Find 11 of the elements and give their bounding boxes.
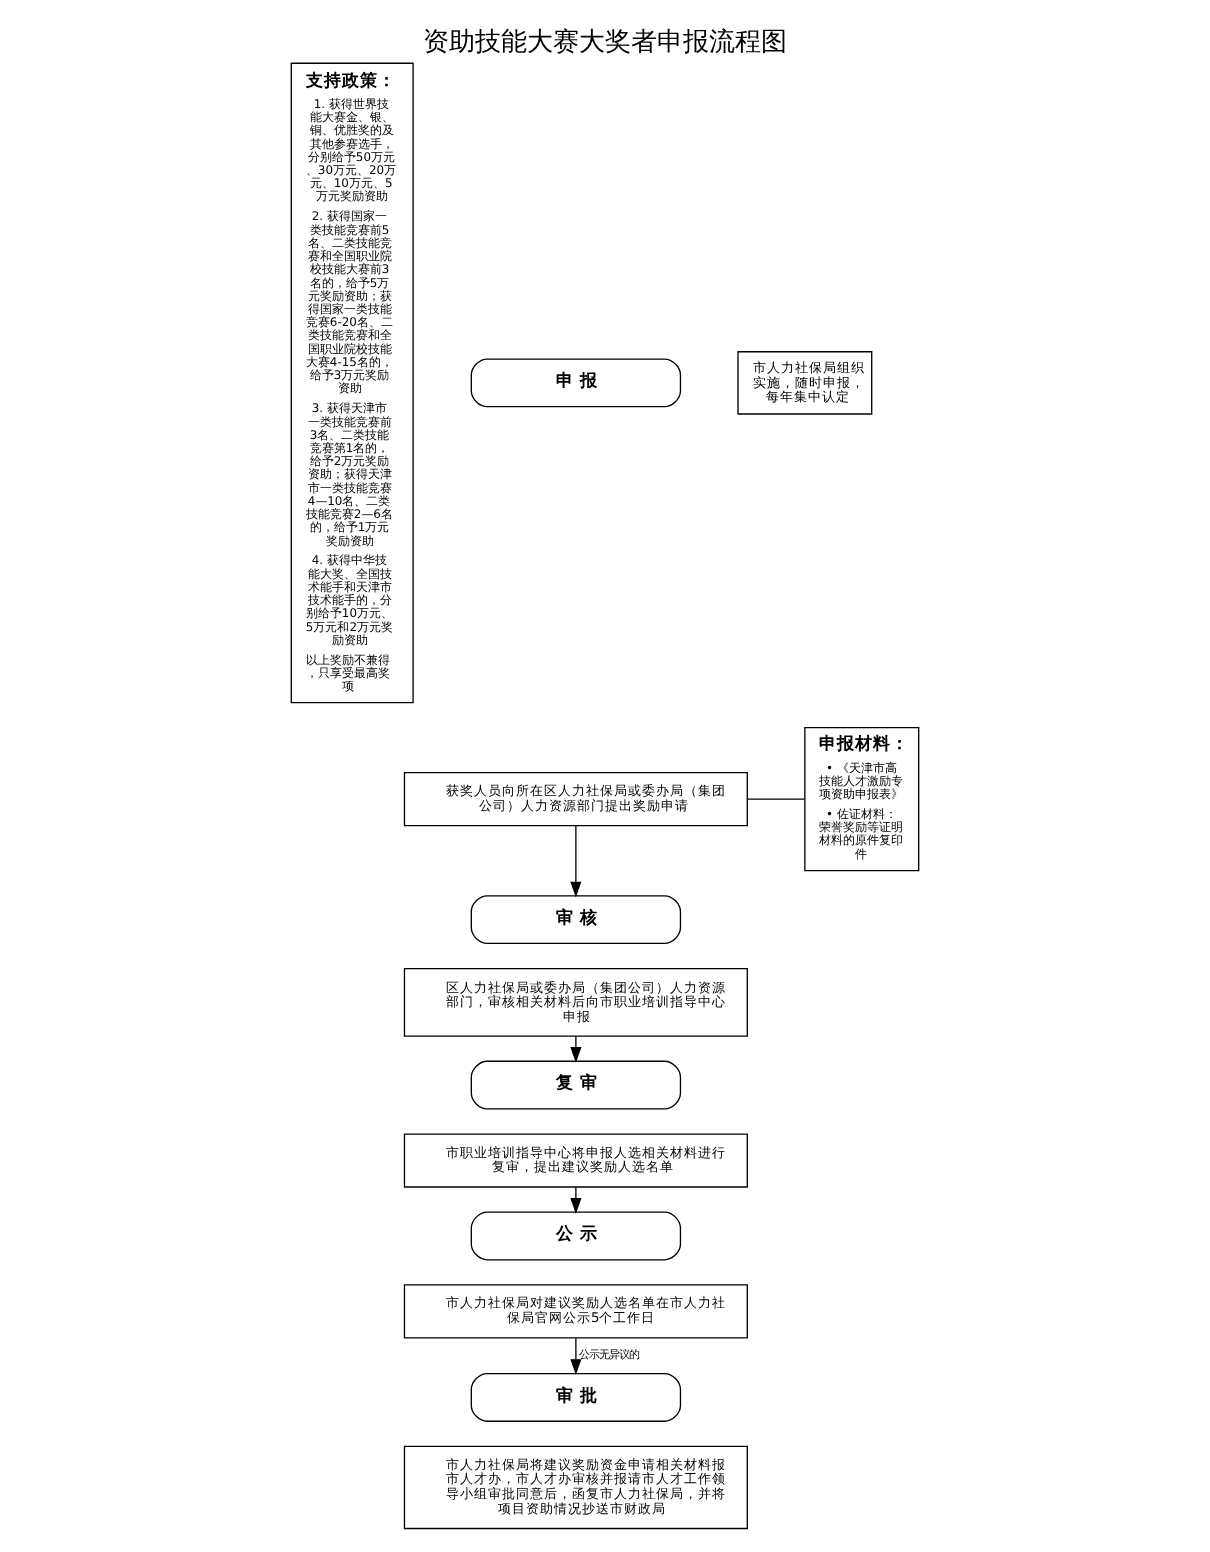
node-box: 公 示 <box>470 1211 682 1261</box>
arrow <box>570 1186 582 1214</box>
connector <box>746 798 806 800</box>
node-box: 申 报 <box>470 358 682 408</box>
arrow <box>570 1035 582 1063</box>
node-box: 审 核 <box>470 895 682 945</box>
arrow <box>570 1337 582 1376</box>
node-box: 审 批 <box>470 1372 682 1422</box>
diagram-title: 资助技能大赛大奖者申报流程图 <box>423 27 787 58</box>
arrow <box>570 825 582 898</box>
node-box: 复 审 <box>470 1060 682 1110</box>
